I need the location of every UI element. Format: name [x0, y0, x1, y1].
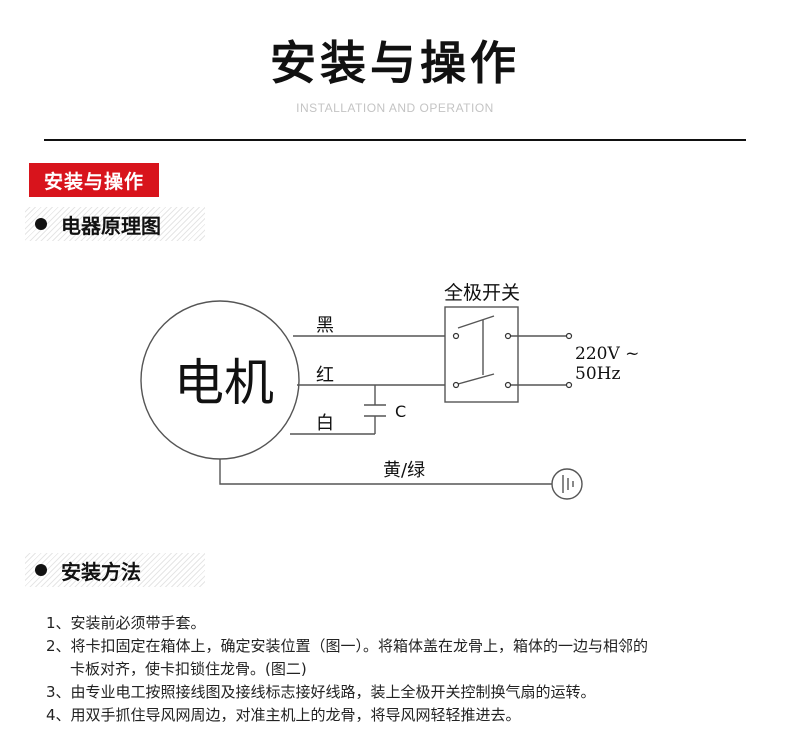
- wire-black-label: 黑: [316, 315, 334, 336]
- install-step-continued: 卡板对齐，使卡扣锁住龙骨。(图二): [70, 660, 307, 678]
- install-section-heading: 安装方法: [25, 553, 205, 587]
- install-steps: 1、安装前必须带手套。 2、将卡扣固定在箱体上，确定安装位置（图一）。将箱体盖在…: [46, 612, 776, 727]
- frequency-label: 50Hz: [575, 364, 620, 384]
- switch-box: [444, 306, 519, 403]
- section-tag: 安装与操作: [29, 163, 159, 197]
- wire-ground: [219, 459, 552, 485]
- wiring-diagram: 电机 全极开关 黑 红 白 C 黄/绿 220V ~ 50Hz: [140, 282, 639, 500]
- voltage-label: 220V ~: [575, 344, 639, 364]
- install-step: 3、由专业电工按照接线图及接线标志接好线路，装上全极开关控制换气扇的运转。: [46, 683, 596, 701]
- capacitor-label: C: [395, 402, 406, 421]
- wire-red-label: 红: [316, 365, 334, 386]
- bullet-icon: [35, 564, 47, 576]
- page-subtitle: INSTALLATION AND OPERATION: [296, 101, 494, 115]
- wiring-section-label: 电器原理图: [61, 213, 161, 238]
- motor-label: 电机: [174, 354, 274, 412]
- wire-white-label: 白: [316, 413, 334, 434]
- wire-ground-label: 黄/绿: [383, 460, 425, 481]
- bullet-icon: [35, 218, 47, 230]
- install-section-label: 安装方法: [61, 559, 141, 584]
- ground-icon: [551, 468, 583, 500]
- page-title: 安装与操作: [270, 36, 520, 90]
- install-step: 1、安装前必须带手套。: [46, 614, 206, 632]
- wiring-section-heading: 电器原理图: [25, 207, 205, 241]
- title-divider: [44, 139, 746, 141]
- switch-label: 全极开关: [444, 282, 520, 304]
- install-step: 2、将卡扣固定在箱体上，确定安装位置（图一）。将箱体盖在龙骨上，箱体的一边与相邻…: [46, 637, 649, 655]
- install-step: 4、用双手抓住导风网周边，对准主机上的龙骨，将导风网轻轻推进去。: [46, 706, 521, 724]
